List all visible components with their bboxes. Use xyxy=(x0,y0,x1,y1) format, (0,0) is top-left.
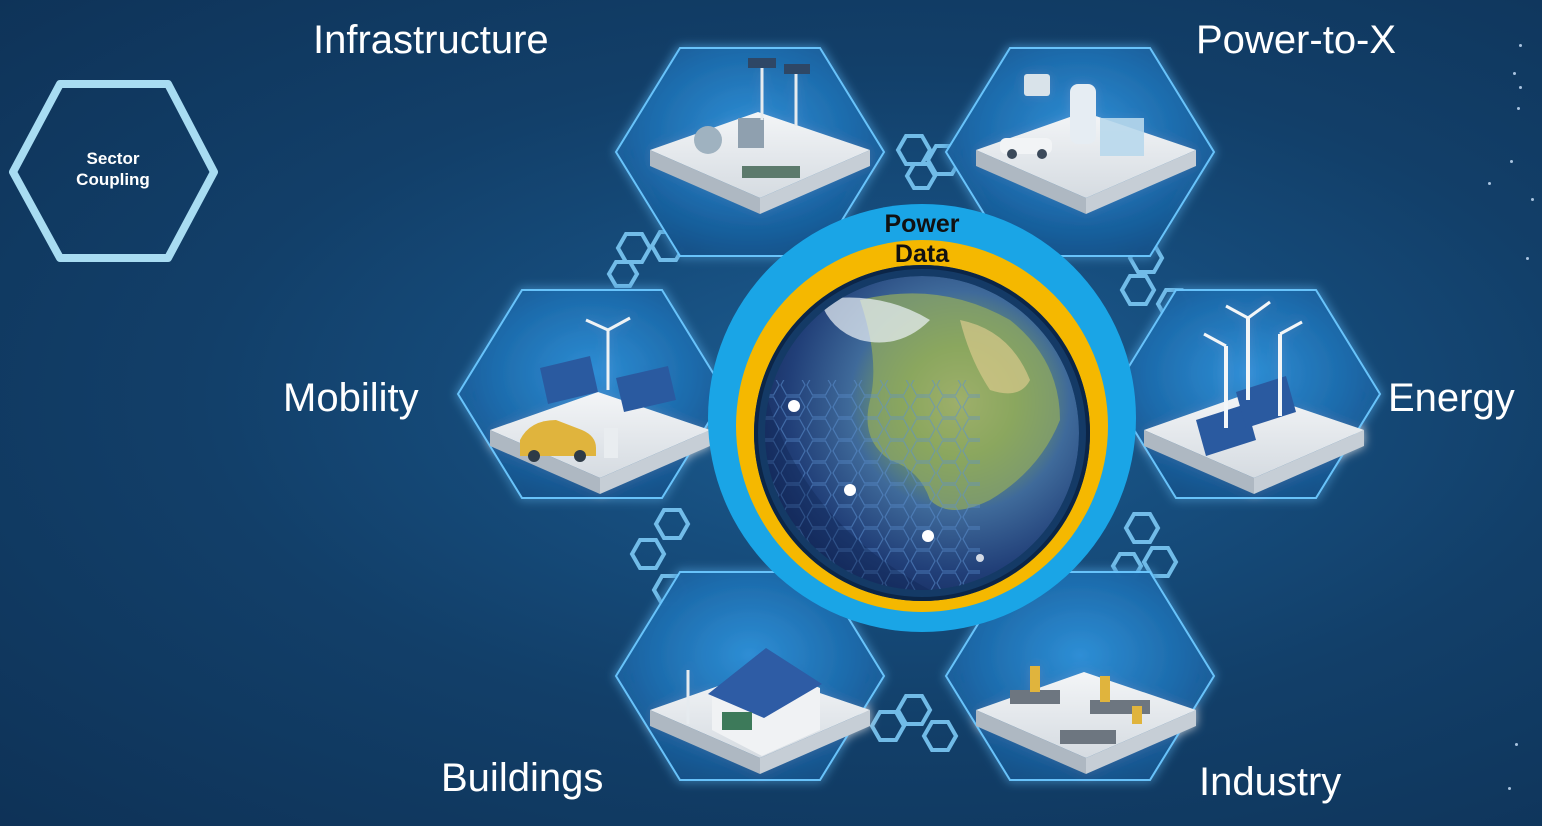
star-dot xyxy=(1519,44,1522,47)
label-energy: Energy xyxy=(1388,376,1515,420)
badge-line-2: Coupling xyxy=(76,170,150,189)
star-dot xyxy=(1519,86,1522,89)
hex-tile-buildings xyxy=(614,571,886,781)
star-dot xyxy=(1513,72,1516,75)
star-dot xyxy=(1510,160,1513,163)
hex-tile-power-to-x xyxy=(944,47,1216,257)
hex-tile-industry xyxy=(944,571,1216,781)
label-buildings: Buildings xyxy=(441,756,604,800)
star-dot xyxy=(1526,257,1529,260)
badge-line-1: Sector xyxy=(86,149,140,168)
label-industry: Industry xyxy=(1199,760,1342,804)
sector-coupling-label: Sector Coupling xyxy=(40,148,186,190)
label-mobility: Mobility xyxy=(283,376,419,420)
star-dot xyxy=(1515,743,1518,746)
hex-tile-mobility xyxy=(456,289,728,499)
star-dot xyxy=(1517,107,1520,110)
star-dot xyxy=(1488,182,1491,185)
star-dot xyxy=(1531,198,1534,201)
label-infrastructure: Infrastructure xyxy=(313,18,549,62)
power-ring-label: Power xyxy=(884,210,960,238)
sector-coupling-badge xyxy=(9,80,218,262)
earth-globe xyxy=(765,276,1079,590)
hex-tile-energy xyxy=(1110,289,1382,499)
data-ring-label: Data xyxy=(894,240,950,268)
star-dot xyxy=(1508,787,1511,790)
label-power-to-x: Power-to-X xyxy=(1196,18,1397,62)
